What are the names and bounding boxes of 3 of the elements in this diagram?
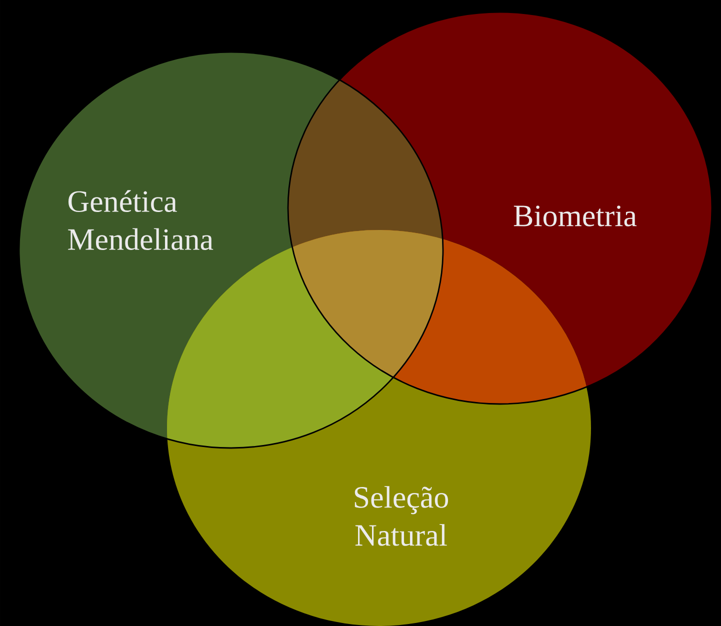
circle-label: Genética Mendeliana: [68, 190, 214, 250]
circle-label: Seleção Natural: [354, 486, 448, 546]
circle-label: Biometria: [514, 206, 637, 226]
